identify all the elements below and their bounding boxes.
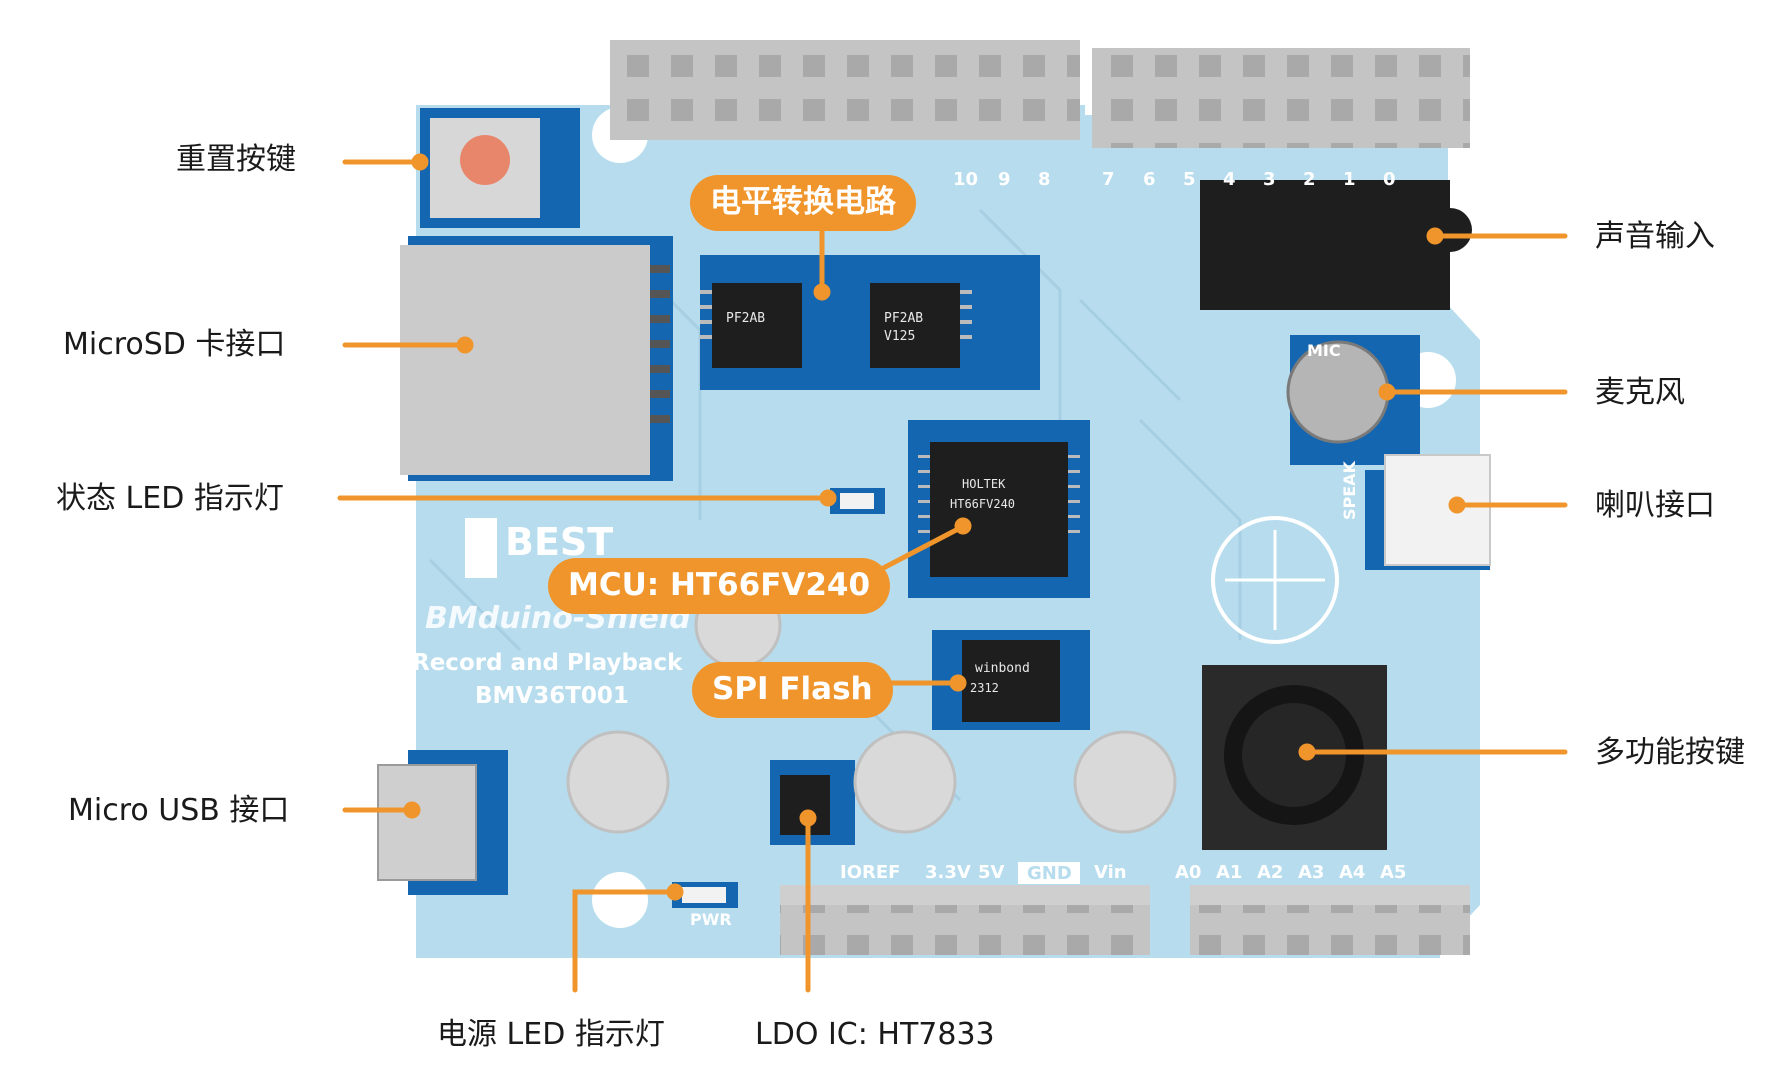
level-ic-right xyxy=(870,283,960,368)
level-ic-left xyxy=(712,283,802,368)
pill-level-shifter: 电平转换电路 xyxy=(690,175,916,232)
flash-mark: winbond xyxy=(975,661,1030,676)
flash-chip xyxy=(962,640,1060,722)
silk-subtitle: Record and Playback xyxy=(412,650,683,676)
callout-speaker-port: 喇叭接口 xyxy=(1595,488,1715,523)
header-top-right xyxy=(1092,48,1470,148)
pin-label: Vin xyxy=(1094,862,1127,883)
pill-mcu: MCU: HT66FV240 xyxy=(548,558,891,615)
micro-usb-port xyxy=(377,764,477,881)
pin-label: 9 xyxy=(998,169,1011,190)
pin-label: 2 xyxy=(1303,169,1316,190)
level-ic-mark: PF2AB xyxy=(884,311,923,326)
pin-label: A3 xyxy=(1298,862,1324,883)
pin-label: IOREF xyxy=(840,862,900,883)
callout-microphone: 麦克风 xyxy=(1595,375,1685,410)
flash-mark: 2312 xyxy=(970,681,999,695)
header-bottom-right xyxy=(1190,905,1470,955)
silk-model: BMV36T001 xyxy=(475,683,629,709)
callout-power-led: 电源 LED 指示灯 xyxy=(437,1017,665,1052)
pin-label: A5 xyxy=(1380,862,1406,883)
callout-multi-button: 多功能按键 xyxy=(1595,735,1745,770)
pin-label: 7 xyxy=(1102,169,1115,190)
microsd-slot xyxy=(400,245,650,475)
silk-brand: BEST xyxy=(505,520,613,564)
leader-lines xyxy=(337,153,1568,993)
pin-label: 3.3V xyxy=(925,862,971,883)
callout-audio-in: 声音输入 xyxy=(1595,219,1715,254)
mcu-mark: HT66FV240 xyxy=(950,497,1015,511)
ldo-chip xyxy=(780,775,830,835)
header-top-left xyxy=(610,40,1080,140)
mcu-mark: HOLTEK xyxy=(962,477,1006,491)
pin-label: 5 xyxy=(1183,169,1196,190)
pin-label: 5V xyxy=(978,862,1005,883)
pin-label: 10 xyxy=(953,169,978,190)
pin-label: A1 xyxy=(1216,862,1242,883)
reset-button-cap xyxy=(460,135,510,185)
pin-label: 8 xyxy=(1038,169,1051,190)
callout-reset-button: 重置按键 xyxy=(176,142,296,177)
pill-spi-flash: SPI Flash xyxy=(692,662,893,719)
pin-label: A4 xyxy=(1339,862,1365,883)
callout-microsd-slot: MicroSD 卡接口 xyxy=(63,327,286,362)
pin-label: 0 xyxy=(1383,169,1396,190)
pin-label: 1 xyxy=(1343,169,1356,190)
pin-label: 3 xyxy=(1263,169,1276,190)
level-ic-mark: PF2AB xyxy=(726,311,765,326)
header-bottom-left xyxy=(780,905,1150,955)
pin-label: GND xyxy=(1027,863,1072,884)
audio-jack xyxy=(1200,180,1450,310)
pin-label: 4 xyxy=(1223,169,1236,190)
callout-ldo-ic: LDO IC: HT7833 xyxy=(755,1017,995,1052)
pin-label: A2 xyxy=(1257,862,1283,883)
direction-mark xyxy=(1211,516,1339,644)
callout-micro-usb: Micro USB 接口 xyxy=(68,793,290,828)
silk-pwr: PWR xyxy=(690,910,732,929)
silk-speak: SPEAK xyxy=(1340,460,1359,520)
speaker-connector xyxy=(1384,454,1491,566)
silk-mic: MIC xyxy=(1307,341,1341,360)
mounting-hole xyxy=(592,872,648,928)
pin-label: A0 xyxy=(1175,862,1201,883)
mcu-chip xyxy=(930,442,1068,577)
pin-label: 6 xyxy=(1143,169,1156,190)
callout-status-led: 状态 LED 指示灯 xyxy=(56,481,284,516)
level-ic-mark: V125 xyxy=(884,329,915,344)
